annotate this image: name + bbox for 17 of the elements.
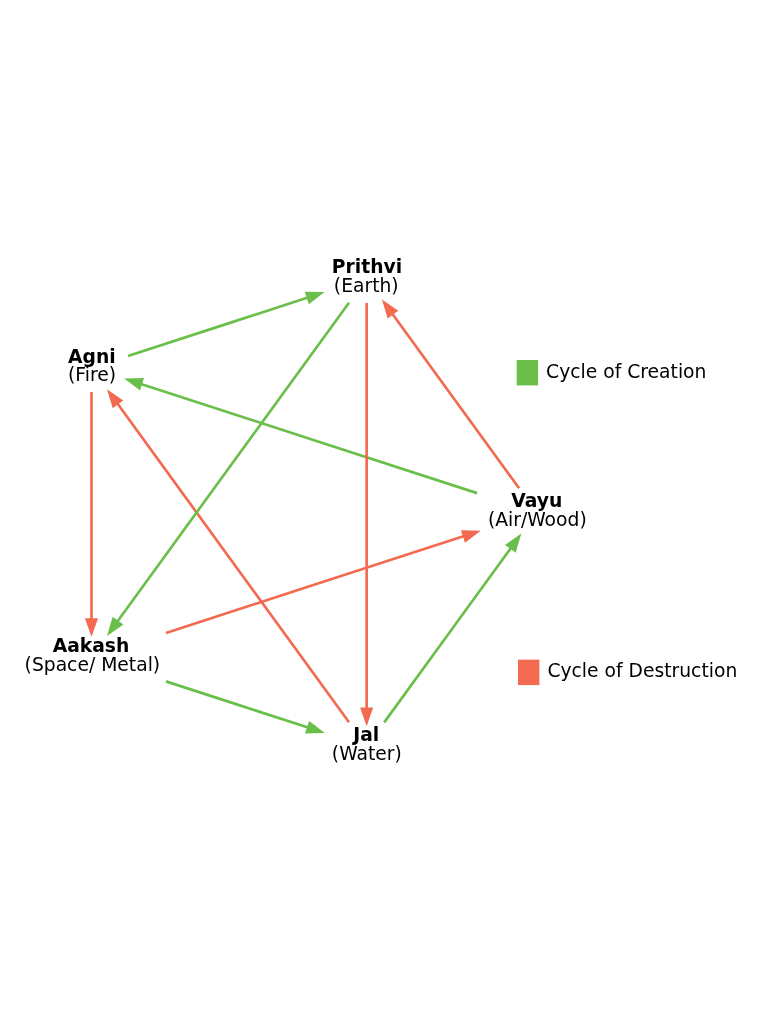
- node-text: Aakash (Space/ Metal): [24, 634, 161, 675]
- legend-label: Cycle of Creation: [546, 360, 707, 382]
- arrow: [381, 299, 521, 489]
- arrow: [165, 679, 325, 733]
- arrow: [360, 302, 374, 726]
- arrow: [127, 291, 325, 357]
- arrow: [124, 377, 478, 494]
- arrow: [165, 529, 481, 634]
- arrow: [106, 388, 351, 723]
- arrow: [84, 391, 99, 637]
- node-text: Prithvi (Earth): [331, 255, 403, 296]
- legend-label: Cycle of Destruction: [547, 659, 738, 681]
- arrow: [383, 533, 522, 723]
- node-text: Vayu (Air/Wood): [487, 489, 587, 530]
- node-text: Agni (Fire): [68, 345, 117, 385]
- arrow: [106, 301, 351, 636]
- node-text: Jal (Water): [331, 723, 402, 764]
